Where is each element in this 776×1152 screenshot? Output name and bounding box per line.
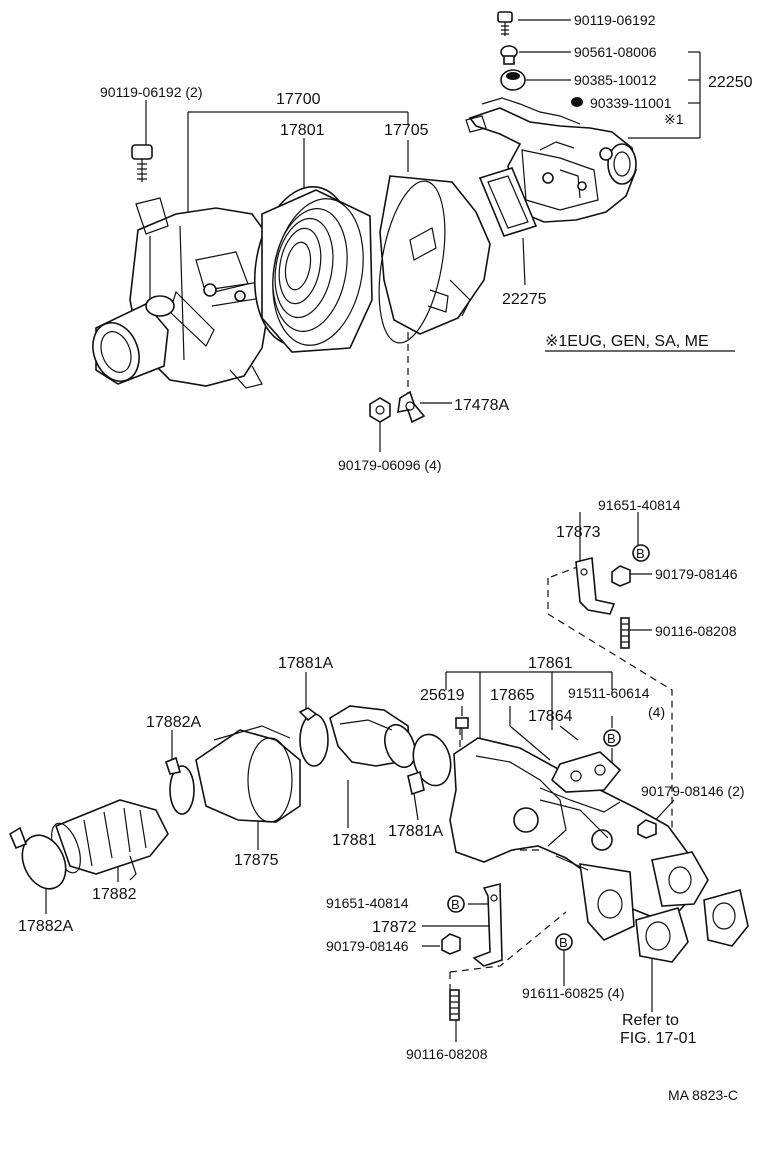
badge-letter: B: [607, 731, 616, 746]
nut-c-icon: [441, 933, 461, 955]
label-wing-nut: 17478A: [454, 397, 509, 414]
gasket-b-icon: [455, 717, 469, 740]
label-bracket-a: 17873: [556, 524, 601, 541]
label-refer-line2: FIG. 17-01: [620, 1030, 697, 1047]
label-clamp-left: 17882A: [146, 714, 201, 731]
label-gasket-b: 25619: [420, 687, 465, 704]
label-region-note: ※1EUG, GEN, SA, ME: [545, 333, 709, 350]
label-hose-a: 17881: [332, 832, 377, 849]
stud-b-icon: [449, 989, 460, 1021]
top-leader-lines: [145, 19, 701, 452]
label-clamp-bot-left: 17882A: [18, 918, 73, 935]
badge-letter: B: [451, 897, 460, 912]
label-washer: 90561-08006: [574, 44, 657, 60]
cap-screw-icon: [571, 97, 583, 107]
label-hose-left: 17882: [92, 886, 137, 903]
label-bolt-d: 91611-60825 (4): [522, 985, 624, 1001]
label-refer-line1: Refer to: [622, 1012, 679, 1029]
hose-17882: [51, 799, 169, 881]
label-cap-screw: 90339-11001: [590, 95, 672, 111]
gasket-22275: [478, 167, 538, 237]
nut-b-icon: [637, 819, 657, 839]
throttle-body-assembly: [465, 97, 637, 223]
label-element: 17801: [280, 122, 325, 139]
label-clamp-top: 17881A: [278, 655, 333, 672]
label-bracket-b: 17872: [372, 919, 417, 936]
label-nut-a: 90179-08146: [655, 566, 738, 582]
badge-letter: B: [559, 935, 568, 950]
label-nut-c: 90179-08146: [326, 938, 409, 954]
gasket-17864: [551, 751, 622, 793]
hose-17881: [329, 705, 416, 769]
label-pipe-assy: 17861: [528, 655, 573, 672]
label-assembly-22250: 22250: [708, 74, 753, 91]
label-note-mark: ※1: [664, 111, 684, 127]
badge-b-1: B: [632, 544, 650, 562]
stud-a-icon: [620, 617, 630, 649]
filter-element: [253, 185, 373, 353]
hose-17865: [539, 787, 621, 813]
label-stud-b: 90116-08208: [406, 1046, 488, 1062]
air-cleaner-case: [92, 197, 276, 389]
label-stud-a: 90116-08208: [655, 623, 737, 639]
badge-b-4: B: [555, 933, 573, 951]
badge-letter: B: [636, 546, 645, 561]
manifold: [449, 737, 749, 963]
label-bolt-c: 91651-40814: [326, 895, 409, 911]
cleaner-cap: [378, 175, 491, 344]
nut-icon: [369, 397, 391, 423]
label-nut-b: 90179-08146 (2): [641, 783, 745, 799]
bracket-17873: [575, 556, 616, 615]
label-bolt-a: 91651-40814: [598, 497, 681, 513]
badge-b-3: B: [447, 895, 465, 913]
resonator-17875: [195, 725, 301, 823]
clamp-17881a-right: [407, 733, 452, 796]
badge-b-2: B: [603, 729, 621, 747]
label-nut: 90179-06096 (4): [338, 457, 442, 473]
label-cushion: 90385-10012: [574, 72, 657, 88]
label-bolt-left: 90119-06192 (2): [100, 84, 202, 100]
clamp-17882a-upper: [165, 756, 195, 815]
washer-icon: [500, 45, 518, 65]
label-bolt-b-qty: (4): [648, 704, 665, 720]
label-clamp-mid: 17881A: [388, 823, 443, 840]
label-bolt-top: 90119-06192: [574, 12, 656, 28]
clamp-17882a-lower: [8, 826, 67, 890]
bolt-top-icon: [497, 11, 513, 36]
label-resonator: 17875: [234, 852, 279, 869]
label-cap: 17705: [384, 122, 429, 139]
label-gasket-c: 17864: [528, 708, 573, 725]
bolt-left-icon: [131, 144, 153, 182]
label-cleaner-assy: 17700: [276, 91, 321, 108]
label-bolt-b: 91511-60614: [568, 685, 650, 701]
cushion-icon: [500, 69, 526, 91]
bracket-17872: [472, 882, 503, 967]
label-gasket-22275: 22275: [502, 291, 547, 308]
nut-a-icon: [611, 565, 631, 587]
clamp-17881a-left: [298, 707, 329, 767]
label-figure-code: MA 8823-C: [668, 1087, 738, 1103]
label-hose-b: 17865: [490, 687, 535, 704]
wing-nut-icon: [397, 390, 426, 424]
